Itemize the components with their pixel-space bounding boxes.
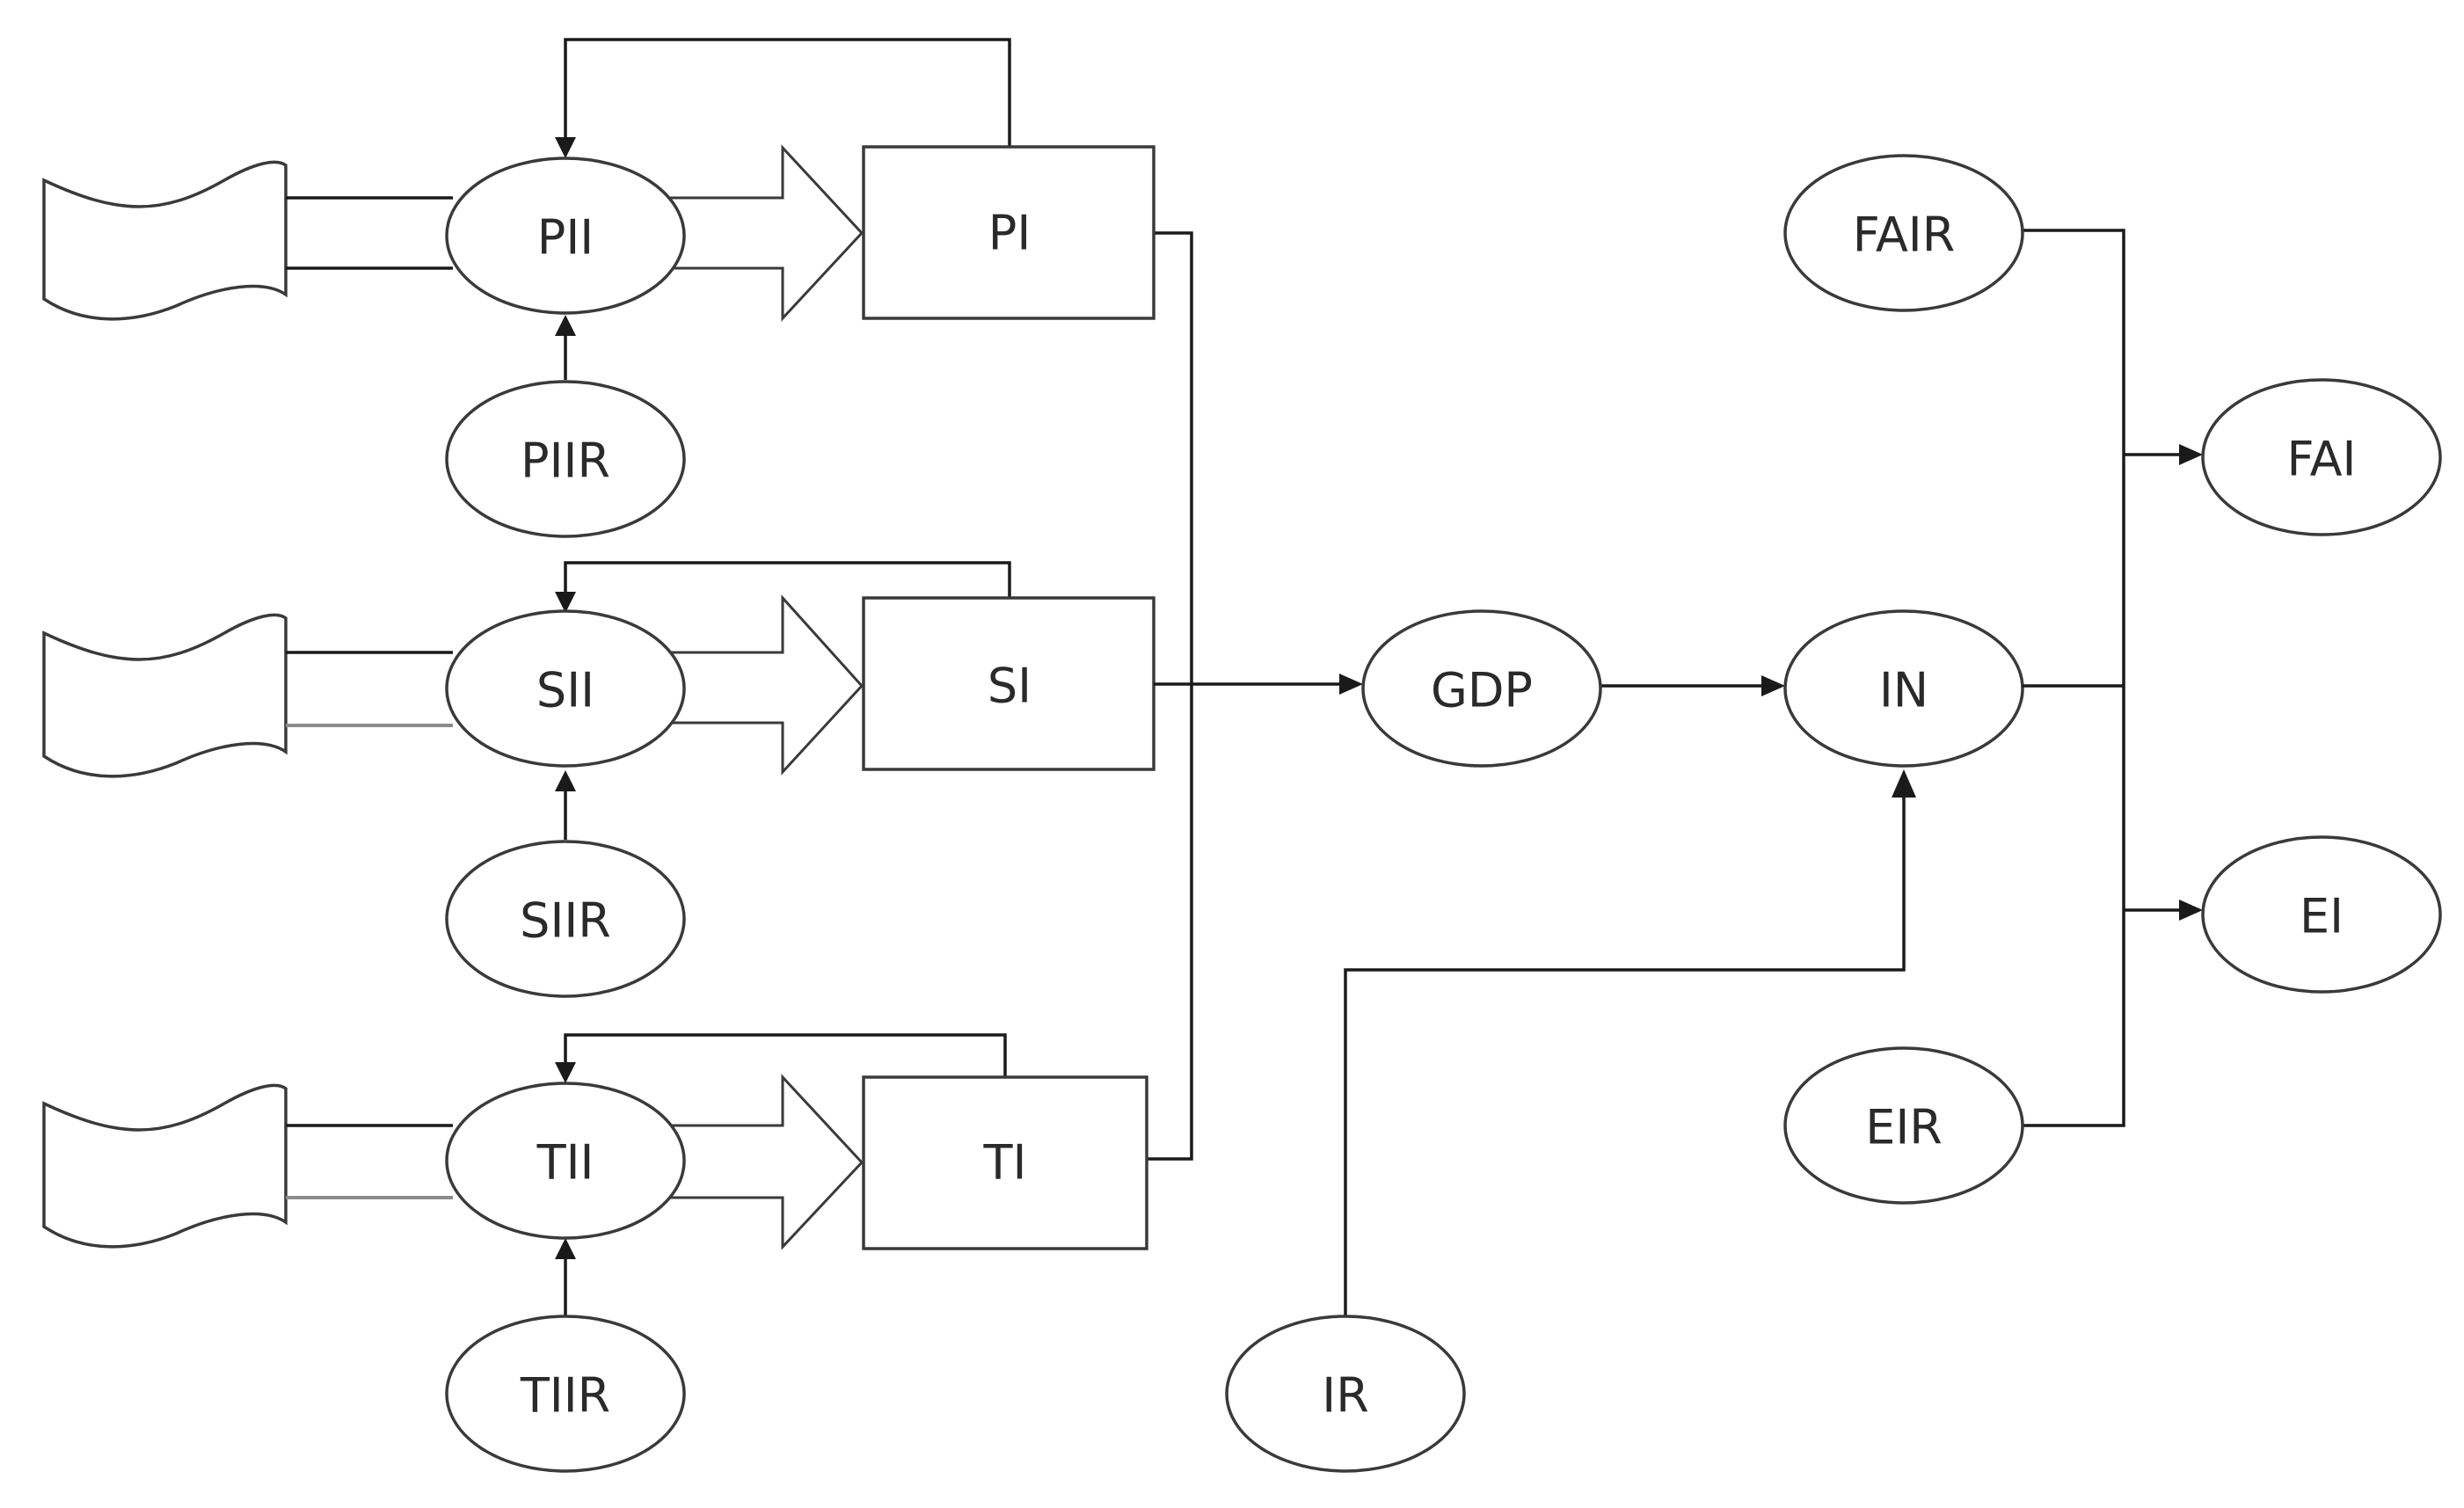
flow-arrow xyxy=(667,1074,864,1250)
node-ir xyxy=(1225,1315,1466,1473)
node-label: FAIR xyxy=(1853,208,1956,263)
node-label: FAI xyxy=(2287,432,2357,487)
node-label: GDP xyxy=(1431,663,1533,718)
arrow-head xyxy=(1761,675,1785,696)
arrow-head xyxy=(1892,769,1916,798)
edge xyxy=(1145,231,1193,1161)
arrow-head xyxy=(555,770,576,791)
arrow-head xyxy=(1339,674,1363,695)
node-label: SII xyxy=(536,663,594,718)
input-source-wave xyxy=(42,160,288,321)
arrow-head xyxy=(2179,900,2203,921)
edge xyxy=(2023,229,2125,1127)
node-label: EIR xyxy=(1865,1100,1943,1155)
arrow-head xyxy=(555,1238,576,1259)
node-gdp xyxy=(1361,609,1602,768)
node-fair xyxy=(1783,154,2024,312)
node-label: TII xyxy=(536,1135,594,1191)
node-label: TI xyxy=(983,1135,1027,1191)
node-eir xyxy=(1783,1046,2024,1205)
node-label: PI xyxy=(988,206,1032,261)
node-label: SI xyxy=(988,659,1032,714)
node-siir xyxy=(445,840,686,998)
node-label: SIIR xyxy=(520,893,611,949)
feedback-edge xyxy=(564,38,1011,151)
feedback-edge xyxy=(564,1033,1007,1077)
node-fai xyxy=(2201,378,2442,536)
node-pi xyxy=(862,145,1155,320)
node-tiir xyxy=(445,1315,686,1473)
node-label: IN xyxy=(1879,663,1928,718)
node-sii xyxy=(445,609,686,768)
node-label: EI xyxy=(2300,889,2344,944)
node-label: TIIR xyxy=(520,1368,610,1424)
node-label: IR xyxy=(1322,1368,1368,1424)
arrow-head xyxy=(555,1062,576,1083)
node-label: PII xyxy=(537,210,594,266)
node-piir xyxy=(445,380,686,538)
input-source-wave xyxy=(42,1083,288,1249)
arrow-head xyxy=(555,137,576,158)
flow-arrow xyxy=(667,594,864,776)
node-tii xyxy=(445,1082,686,1240)
arrow-head xyxy=(555,592,576,613)
input-source-wave xyxy=(42,613,288,778)
flow-arrow xyxy=(667,144,864,322)
node-si xyxy=(862,596,1155,771)
edge xyxy=(1344,796,1906,1317)
node-ei xyxy=(2201,835,2442,994)
node-ti xyxy=(862,1075,1148,1250)
node-label: PIIR xyxy=(521,433,610,489)
node-in xyxy=(1783,609,2024,768)
node-pii xyxy=(445,157,686,315)
arrow-head xyxy=(555,315,576,336)
arrow-head xyxy=(2179,444,2203,465)
feedback-edge xyxy=(564,561,1011,598)
